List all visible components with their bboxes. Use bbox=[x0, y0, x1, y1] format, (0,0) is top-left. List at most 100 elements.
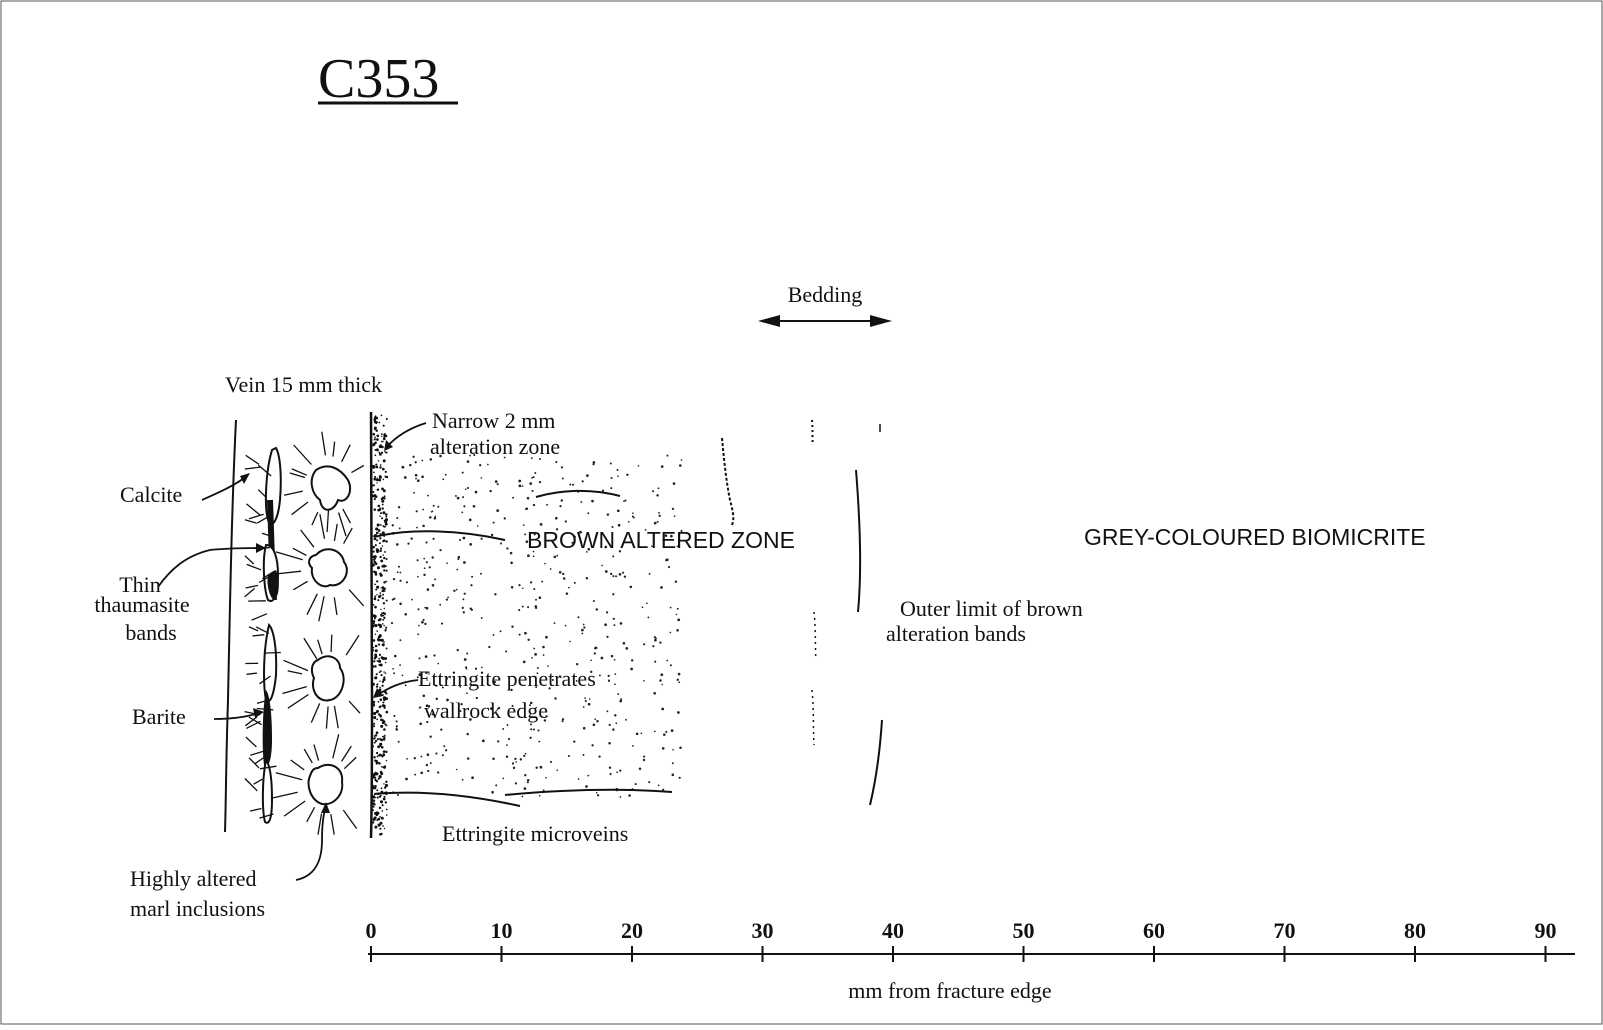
needle-stroke bbox=[349, 590, 364, 606]
stipple-dot bbox=[399, 603, 402, 606]
stipple-dot bbox=[591, 500, 594, 503]
stipple-dot bbox=[534, 472, 536, 474]
alteration-dot bbox=[374, 584, 376, 586]
stipple-dot bbox=[542, 646, 545, 649]
stipple-dot bbox=[424, 567, 426, 569]
stipple-dot bbox=[464, 658, 467, 661]
alteration-dot bbox=[374, 538, 377, 541]
label-grey-zone: GREY-COLOURED BIOMICRITE bbox=[1084, 524, 1426, 550]
stipple-dot bbox=[566, 592, 569, 595]
stipple-dot bbox=[613, 618, 615, 620]
alteration-dot bbox=[381, 612, 383, 614]
stipple-dot bbox=[524, 787, 527, 790]
stipple-dot bbox=[526, 507, 528, 509]
stipple-dot bbox=[577, 616, 579, 618]
stipple-dot bbox=[624, 576, 626, 578]
stipple-dot bbox=[677, 619, 680, 622]
stipple-dot bbox=[397, 794, 399, 796]
needle-stroke bbox=[254, 779, 263, 784]
stipple-dot bbox=[500, 630, 502, 632]
alteration-dot bbox=[382, 825, 384, 827]
alteration-dot bbox=[383, 569, 385, 571]
stipple-dot bbox=[456, 569, 458, 571]
label-narrow-zone-2: alteration zone bbox=[430, 434, 560, 459]
stipple-dot bbox=[527, 639, 529, 641]
stipple-dot bbox=[671, 773, 674, 776]
stipple-dot bbox=[582, 480, 584, 482]
stipple-dot bbox=[442, 754, 444, 756]
needle-stroke bbox=[346, 635, 359, 655]
needle-stroke bbox=[247, 504, 261, 515]
stipple-dot bbox=[394, 655, 397, 658]
alteration-dot bbox=[378, 762, 381, 765]
stipple-dot bbox=[554, 697, 556, 699]
stipple-dot bbox=[607, 513, 609, 515]
stipple-dot bbox=[417, 633, 419, 635]
alteration-dot bbox=[383, 526, 385, 528]
stipple-dot bbox=[613, 624, 615, 626]
needle-stroke bbox=[339, 513, 346, 537]
alteration-dot bbox=[374, 454, 376, 456]
alteration-dot bbox=[375, 740, 377, 742]
stipple-dot bbox=[630, 586, 633, 589]
stipple-dot bbox=[608, 742, 611, 745]
stipple-dot bbox=[568, 587, 570, 589]
stipple-dot bbox=[463, 505, 465, 507]
alteration-dot bbox=[386, 570, 388, 572]
stipple-dot bbox=[612, 555, 614, 557]
stipple-dot bbox=[496, 509, 499, 512]
alteration-dot bbox=[376, 580, 378, 582]
stipple-dot bbox=[527, 606, 529, 608]
stipple-dot bbox=[425, 655, 428, 658]
stipple-dot bbox=[555, 517, 558, 520]
stipple-dot bbox=[679, 464, 682, 467]
stipple-dot bbox=[422, 525, 425, 528]
alteration-dot bbox=[376, 532, 379, 535]
alteration-dot bbox=[385, 697, 388, 700]
stipple-dot bbox=[661, 708, 664, 711]
alteration-dot bbox=[386, 814, 388, 816]
stipple-dot bbox=[608, 675, 610, 677]
stipple-dot bbox=[407, 543, 409, 545]
alteration-dot bbox=[374, 476, 376, 478]
stipple-dot bbox=[617, 693, 619, 695]
stipple-dot bbox=[427, 495, 429, 497]
stipple-dot bbox=[587, 512, 589, 514]
stipple-dot bbox=[446, 598, 448, 600]
stipple-dot bbox=[433, 654, 435, 656]
alteration-dot bbox=[375, 589, 377, 591]
stipple-dot bbox=[462, 496, 464, 498]
stipple-dot bbox=[601, 565, 603, 567]
alteration-dot bbox=[376, 482, 377, 483]
alteration-dot bbox=[373, 799, 376, 802]
stipple-dot bbox=[609, 766, 611, 768]
stipple-dot bbox=[424, 623, 426, 625]
alteration-dot bbox=[381, 436, 382, 437]
alteration-dot bbox=[376, 594, 377, 595]
alteration-dot bbox=[382, 511, 385, 514]
stipple-dot bbox=[531, 477, 533, 479]
stipple-dot bbox=[489, 490, 491, 492]
alteration-dot bbox=[382, 721, 385, 724]
needle-stroke bbox=[334, 597, 337, 615]
stipple-dot bbox=[539, 596, 542, 599]
stipple-dot bbox=[545, 777, 547, 779]
stipple-dot bbox=[514, 758, 516, 760]
alteration-dot bbox=[383, 425, 385, 427]
stipple-dot bbox=[446, 562, 448, 564]
stipple-dot bbox=[462, 779, 464, 781]
stipple-dot bbox=[658, 487, 660, 489]
stipple-dot bbox=[615, 722, 617, 724]
alteration-dot bbox=[375, 645, 378, 648]
alteration-dot bbox=[385, 692, 387, 694]
stipple-dot bbox=[611, 655, 614, 658]
stipple-dot bbox=[396, 543, 399, 546]
alteration-dot bbox=[381, 441, 383, 443]
stipple-dot bbox=[463, 611, 465, 613]
scale-tick-label: 80 bbox=[1404, 918, 1426, 943]
alteration-dot bbox=[386, 476, 388, 478]
alteration-dot bbox=[372, 683, 375, 686]
stipple-dot bbox=[525, 753, 527, 755]
stipple-dot bbox=[427, 770, 429, 772]
stipple-dot bbox=[675, 580, 677, 582]
